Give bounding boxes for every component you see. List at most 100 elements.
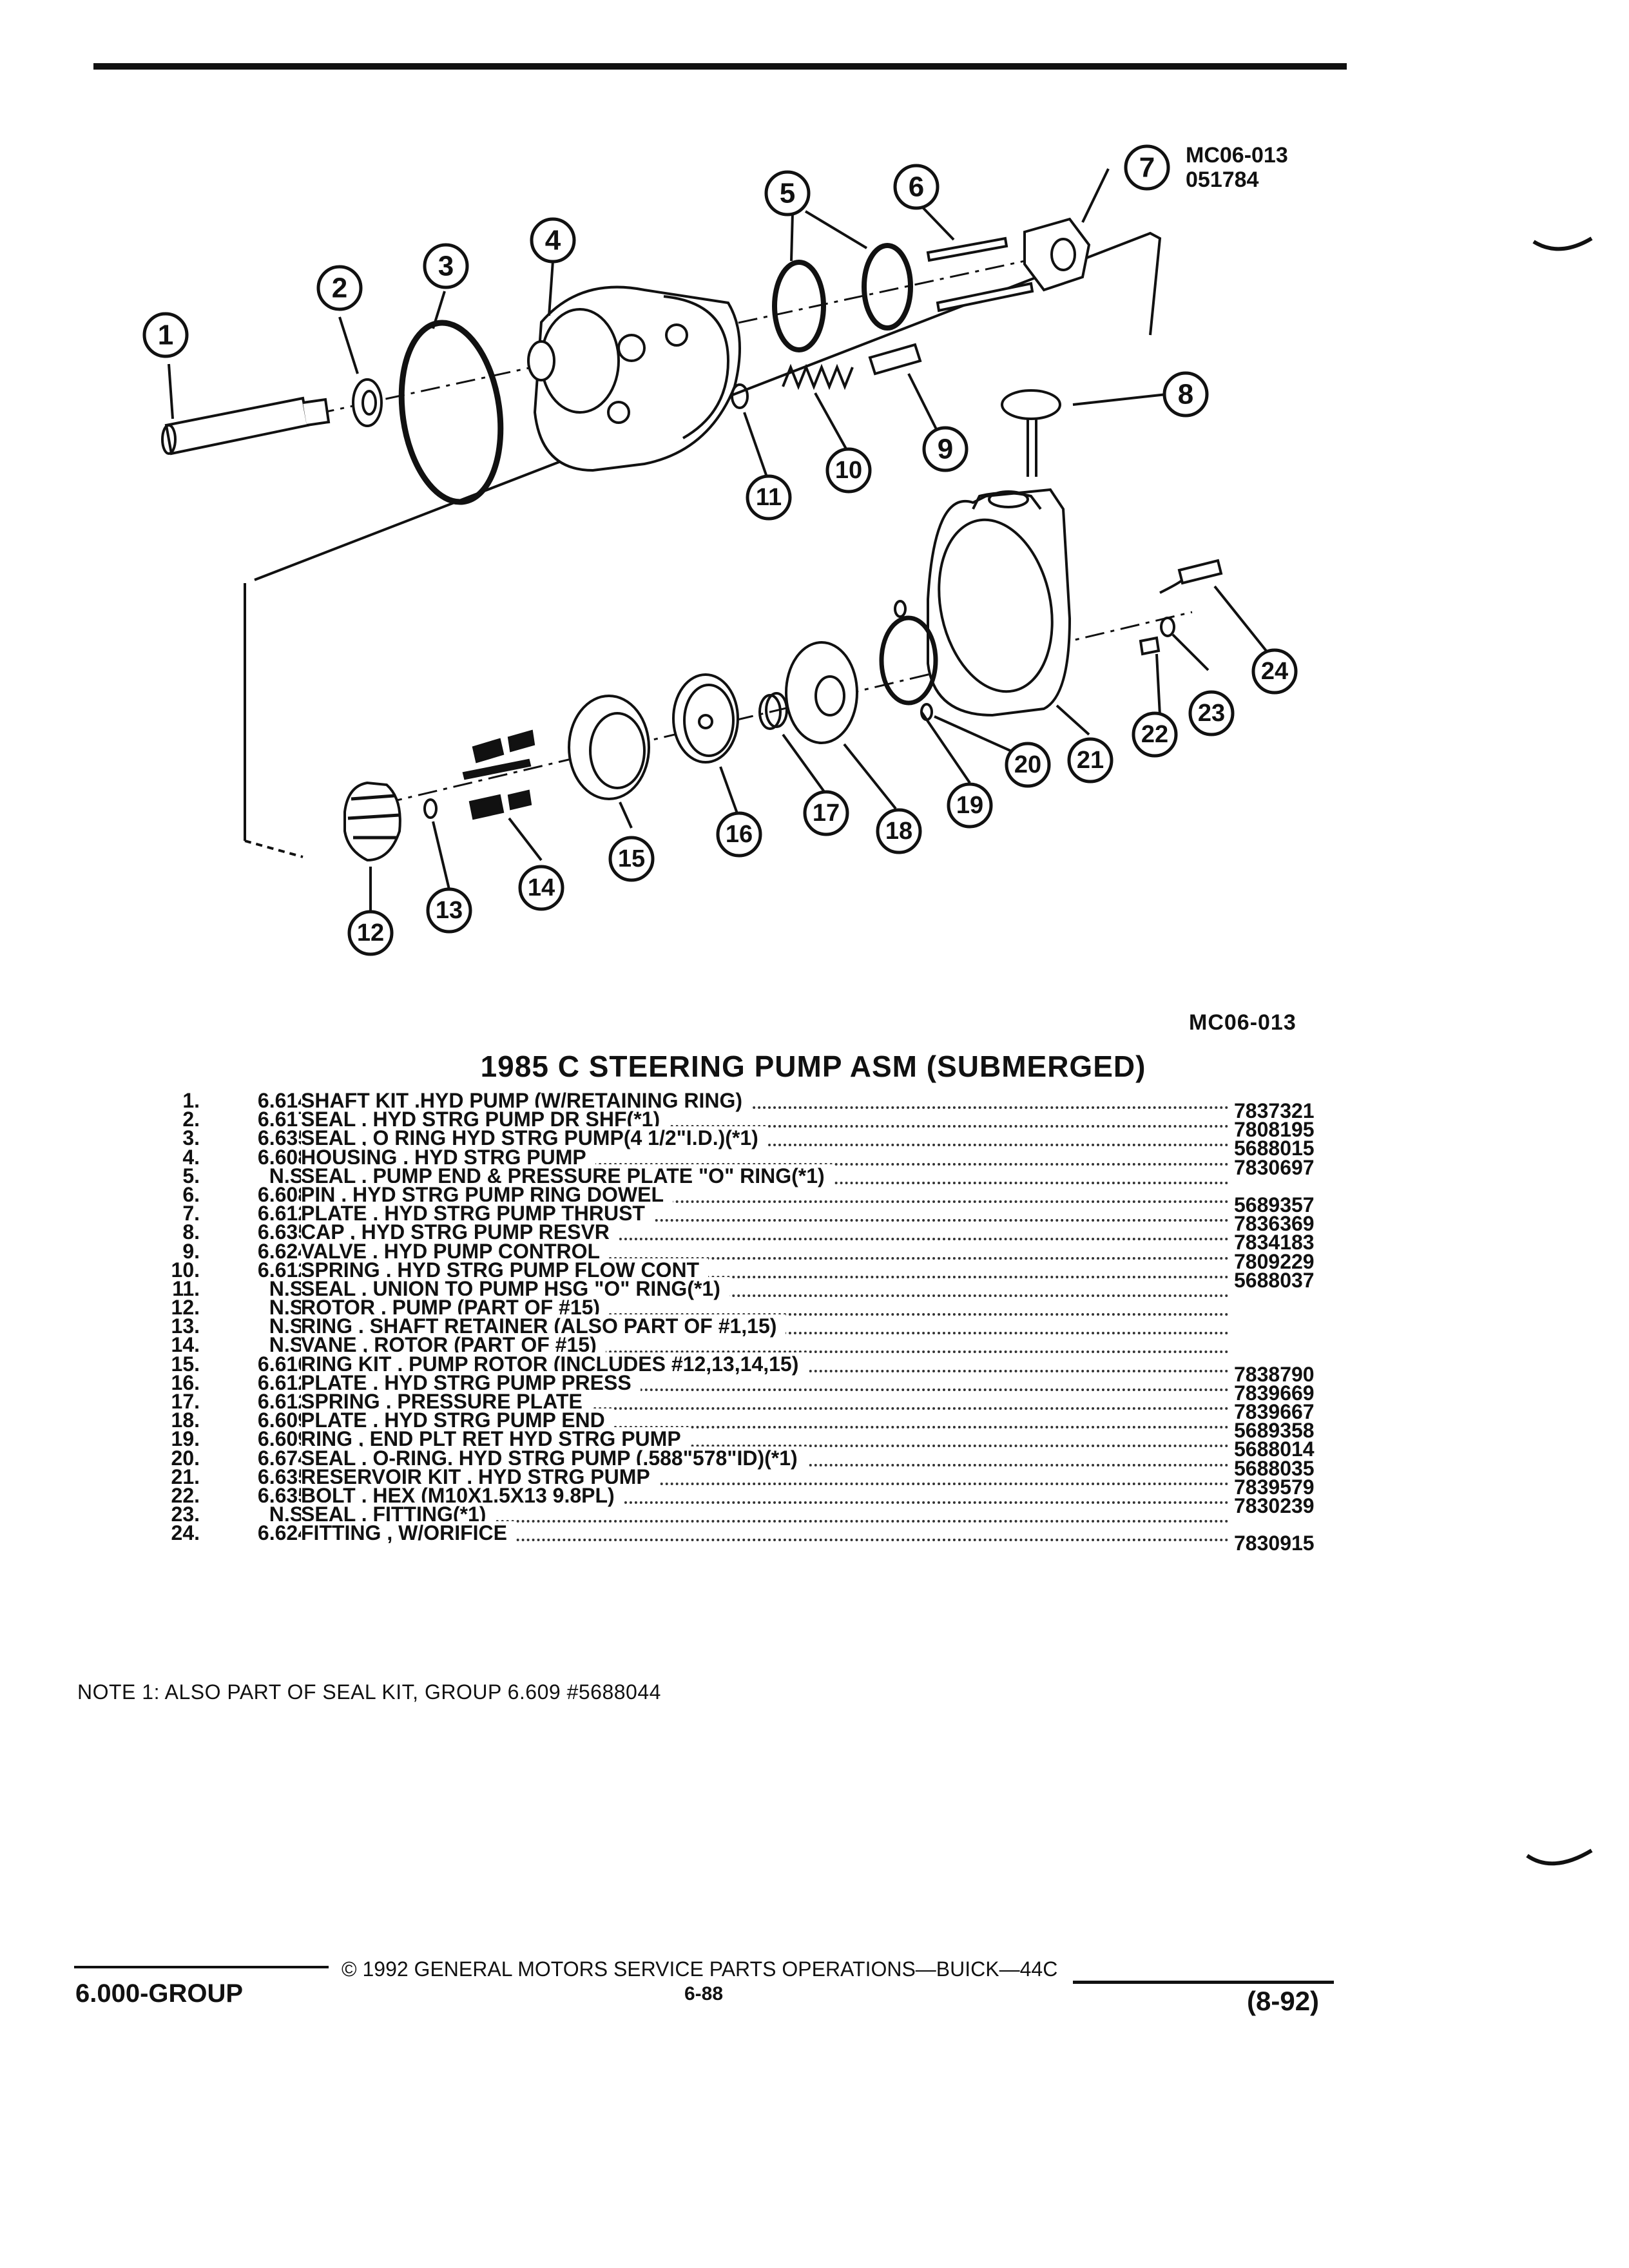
leader-dots <box>301 1313 1229 1316</box>
callout-circle <box>426 887 472 934</box>
housing-part <box>527 285 741 472</box>
item-number: 22. <box>171 1483 200 1507</box>
seal-part <box>352 378 383 427</box>
group-number: 6.635 <box>257 1126 309 1150</box>
item-number: 14. <box>171 1333 200 1357</box>
parts-row: 11.N.S.SEAL , UNION TO PUMP HSG "O" RING… <box>113 1276 1389 1300</box>
item-number: 11. <box>172 1276 200 1300</box>
group-number: 6.608 <box>257 1145 309 1169</box>
leader-dots <box>301 1106 1229 1109</box>
o-ring-3 <box>398 320 504 505</box>
callout-circle <box>1251 648 1298 695</box>
item-number: 16. <box>171 1370 200 1394</box>
callout-label-14: 14 <box>528 874 555 901</box>
part-number: 7839579 <box>1234 1475 1315 1499</box>
callout-label-19: 19 <box>956 792 983 819</box>
part-number: 5688037 <box>1234 1268 1315 1292</box>
group-number: 6.624 <box>257 1239 309 1263</box>
item-number: 15. <box>171 1352 200 1376</box>
callout-circle <box>518 865 564 911</box>
callout-label-21: 21 <box>1077 747 1104 774</box>
orifice-fitting <box>1177 559 1223 585</box>
item-number: 6. <box>182 1182 200 1206</box>
shaft-retainer-ring <box>423 798 438 819</box>
callout-circle <box>947 782 993 829</box>
callout-circle <box>142 312 189 358</box>
callout-label-2: 2 <box>332 273 347 304</box>
callout-label-11: 11 <box>756 484 782 511</box>
group-number: 6.612 <box>257 1202 309 1225</box>
page-title-text: 1985 C STEERING PUMP ASM (SUBMERGED) <box>480 1050 1146 1083</box>
item-number: 20. <box>171 1446 200 1470</box>
fitting-seal <box>1160 617 1175 637</box>
leader-dots <box>301 1407 1229 1410</box>
item-number: 1. <box>182 1089 200 1112</box>
group-number: 6.612 <box>257 1370 309 1394</box>
reservoir-part <box>927 488 1072 717</box>
part-description-text: FITTING , W/ORIFICE <box>301 1521 516 1545</box>
callout-circle <box>825 447 872 494</box>
callout-circle <box>530 217 576 264</box>
parts-row: 13.N.S.RING , SHAFT RETAINER (ALSO PART … <box>113 1314 1389 1338</box>
callout-label-8: 8 <box>1178 379 1193 410</box>
group-number: 6.610 <box>257 1352 309 1376</box>
leader-dots <box>301 1350 1229 1354</box>
pressure-plate-spring <box>758 692 788 730</box>
parts-row: 23.N.S.SEAL , FITTING(*1) <box>113 1503 1389 1526</box>
footer-group: 6.000-GROUP <box>75 1979 244 2008</box>
callout-circle <box>764 170 811 216</box>
o-ring-5b <box>862 243 913 331</box>
item-number: 18. <box>171 1408 200 1432</box>
item-number: 19. <box>171 1427 200 1451</box>
thrust-plate-part <box>1023 217 1091 292</box>
margin-mark <box>1532 236 1593 251</box>
group-number: 6.609 <box>257 1427 309 1451</box>
part-number: 7830915 <box>1234 1532 1315 1555</box>
callout-circle <box>423 243 469 289</box>
callout-label-1: 1 <box>158 320 173 351</box>
o-ring-20b <box>894 600 907 618</box>
callout-label-6: 6 <box>909 171 924 203</box>
callout-label-22: 22 <box>1141 721 1168 748</box>
leader-dots <box>301 1238 1229 1241</box>
footer-rule-right <box>1073 1981 1334 1984</box>
group-number: 6.612 <box>257 1390 309 1413</box>
part-number: 5688035 <box>1234 1456 1315 1480</box>
group-number: 6.617 <box>257 1108 309 1131</box>
o-ring-5a <box>772 260 826 352</box>
leader-dots <box>301 1125 1229 1128</box>
callout-circle <box>893 164 940 210</box>
leader-dots <box>301 1501 1229 1504</box>
callout-circle <box>1132 711 1178 758</box>
group-number: 6.635 <box>257 1220 309 1244</box>
leader-dots <box>301 1294 1229 1297</box>
group-number: 6.608 <box>257 1182 309 1206</box>
item-number: 2. <box>182 1108 200 1131</box>
seal-kit-note: NOTE 1: ALSO PART OF SEAL KIT, GROUP 6.6… <box>77 1680 661 1704</box>
group-number: 6.635 <box>257 1483 309 1507</box>
rotor-ring-part <box>568 695 650 800</box>
parts-row: 12.N.S.ROTOR , PUMP (PART OF #15) <box>113 1296 1389 1320</box>
item-number: 3. <box>182 1126 200 1150</box>
part-number: 7809229 <box>1234 1249 1315 1273</box>
group-number: 6.612 <box>257 1258 309 1282</box>
rotor-vanes <box>462 729 535 820</box>
part-number: 7830697 <box>1234 1155 1315 1179</box>
figure-code-bottom: MC06-013 <box>1189 1010 1296 1035</box>
item-number: 7. <box>182 1202 200 1225</box>
group-number: 6.624 <box>257 1521 309 1545</box>
callout-label-3: 3 <box>438 251 454 282</box>
callout-circle <box>1005 742 1051 788</box>
item-number: 23. <box>171 1503 200 1526</box>
callout-label-5: 5 <box>780 178 795 209</box>
callout-circle <box>803 790 849 836</box>
part-number: 7836369 <box>1234 1212 1315 1236</box>
callout-label-15: 15 <box>618 845 645 872</box>
part-number: 7834183 <box>1234 1231 1315 1254</box>
part-number: 7839667 <box>1234 1400 1315 1423</box>
group-number: 6.635 <box>257 1465 309 1488</box>
